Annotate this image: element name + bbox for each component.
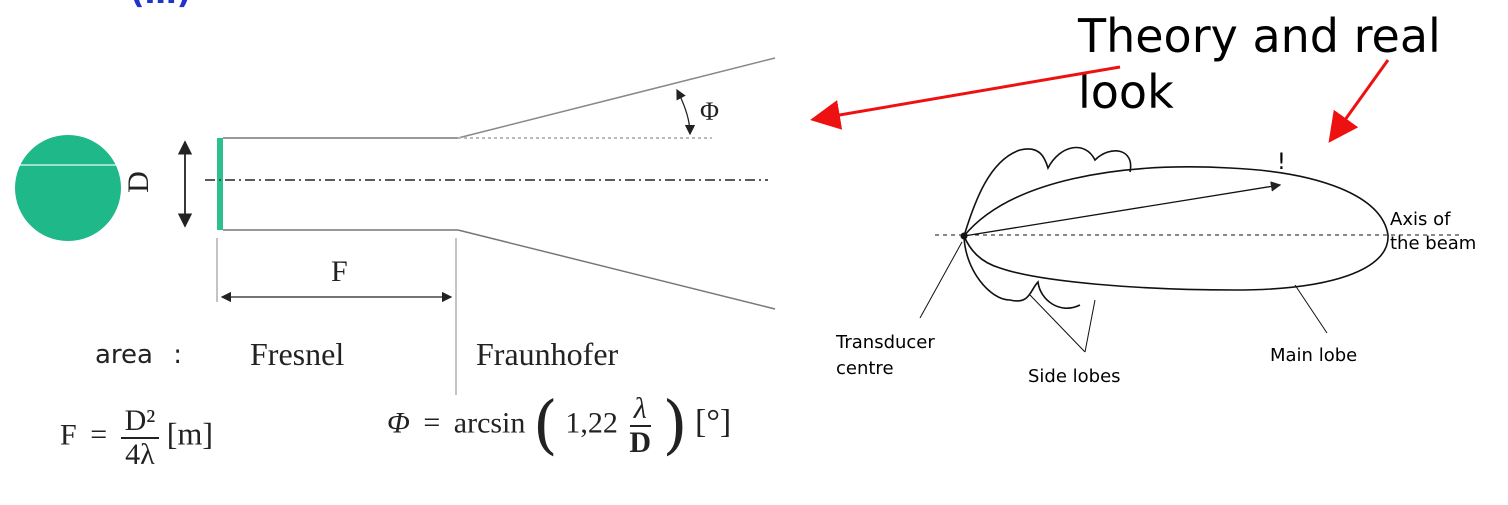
formula-phi: Φ = arcsin ( 1,22 λ D ) [°] [387, 388, 732, 463]
far-field-bottom [457, 229, 776, 310]
area-text: area [95, 340, 153, 370]
title-arrow-to-real [1328, 59, 1390, 143]
formula-f-lhs: F [60, 418, 77, 452]
formula-phi-num: λ [629, 393, 651, 427]
transducer-label-line-1: Transducer [836, 332, 935, 353]
formula-f-den: 4λ [125, 437, 155, 471]
title-line-1: Theory and real [1078, 9, 1441, 63]
axis-label-line-2: the beam [1390, 233, 1477, 254]
formula-f: F = D² 4λ [m] [60, 404, 213, 471]
area-colon: : [173, 340, 183, 370]
side-lobe-pointer-2 [1084, 299, 1096, 353]
formula-phi-coef: 1,22 [565, 406, 618, 440]
formula-phi-func: arcsin [453, 406, 526, 440]
transducer-label-line-2: centre [836, 358, 894, 379]
fraunhofer-label: Fraunhofer [476, 336, 619, 372]
title-line-2: look [1078, 65, 1174, 119]
transducer-centre-label: Transducer centre [836, 330, 935, 382]
area-label: area : [95, 340, 182, 370]
side-lobe-pointer-1 [1029, 294, 1086, 353]
real-beam-pattern [919, 146, 1460, 353]
far-field-top [457, 57, 776, 139]
label-f: F [331, 255, 348, 288]
lobe-radius-line [963, 181, 1282, 237]
formula-phi-den: D [629, 425, 652, 459]
axis-label-line-1: Axis of [1390, 209, 1451, 230]
fresnel-label: Fresnel [250, 336, 345, 372]
main-lobe-pointer [1294, 284, 1328, 334]
side-lobes-bottom [963, 235, 1081, 309]
formula-phi-fraction: λ D [625, 393, 655, 458]
formula-phi-lhs: Φ [387, 406, 410, 440]
formula-phi-unit: [°] [695, 403, 732, 441]
main-lobe-label: Main lobe [1270, 345, 1358, 366]
tick-mark: ! [1277, 150, 1286, 175]
transducer-disc [15, 135, 121, 241]
formula-f-num: D² [120, 405, 160, 439]
label-phi: Φ [700, 97, 720, 126]
main-lobe-outline [963, 166, 1389, 291]
transducer-face [217, 138, 223, 230]
side-lobes-label: Side lobes [1028, 366, 1121, 387]
label-d: D [121, 171, 155, 193]
axis-of-beam-label: Axis of the beam [1390, 208, 1476, 256]
slide-title: Theory and real look [1078, 8, 1441, 120]
formula-f-unit: [m] [166, 415, 213, 452]
transducer-pointer [919, 241, 963, 319]
transducer-centre-dot [960, 232, 968, 240]
formula-f-fraction: D² 4λ [120, 405, 160, 471]
top-partial-text: (…) [130, 0, 191, 10]
side-lobes-top [963, 146, 1132, 237]
title-arrow-to-theory [810, 65, 1121, 130]
phi-angle-arc [676, 88, 696, 136]
